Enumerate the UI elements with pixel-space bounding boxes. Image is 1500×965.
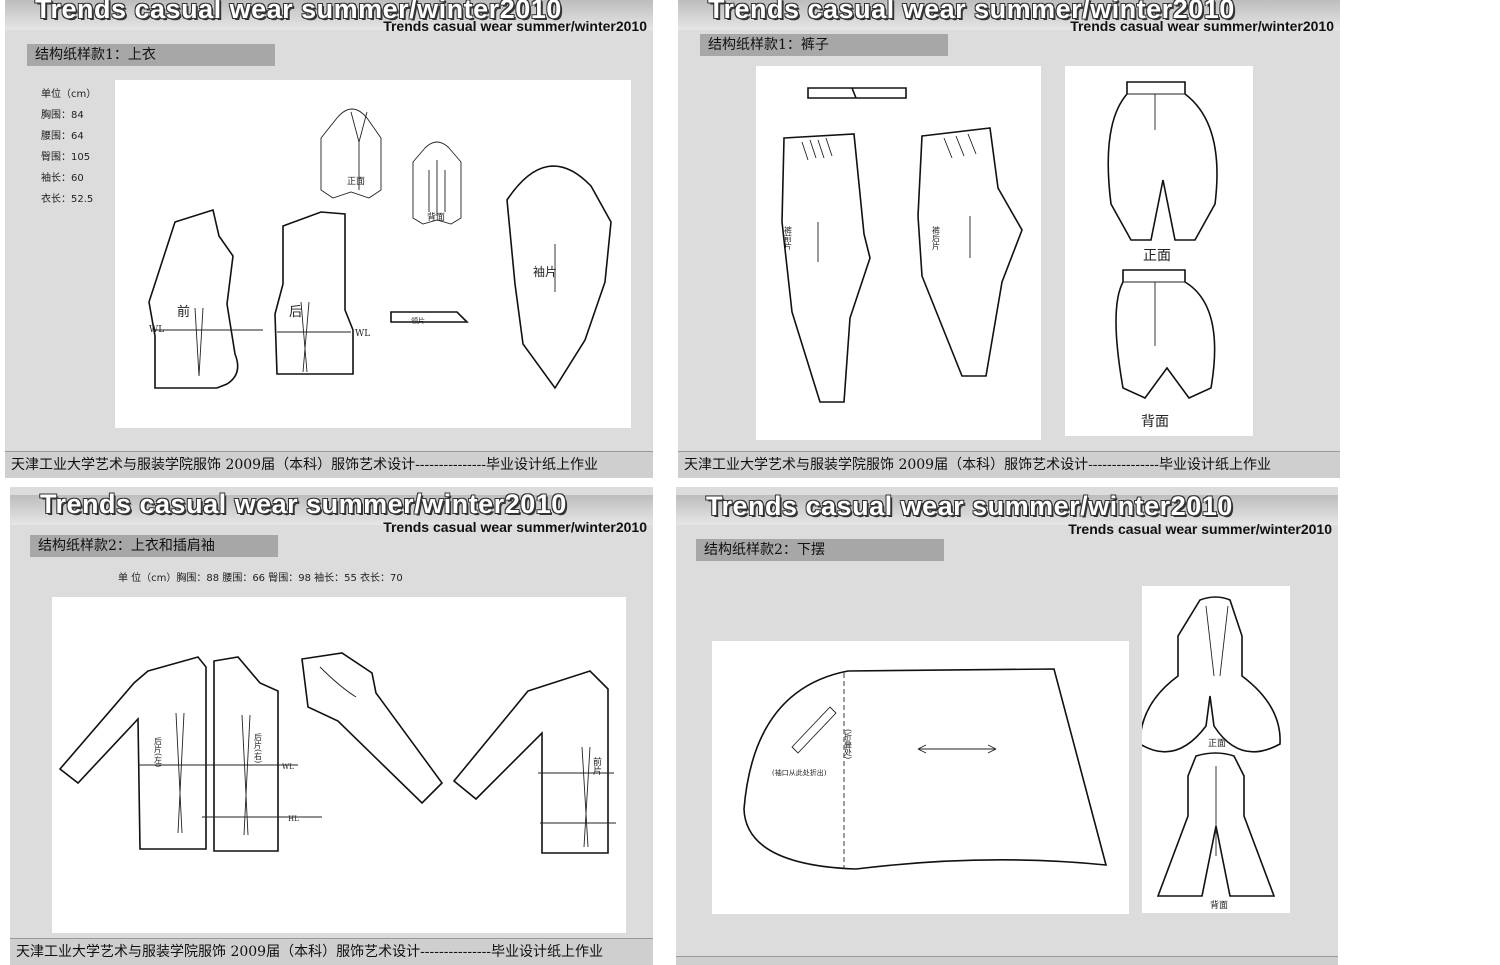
pattern-canvas: 正面 背面 前 WL 后 WL 领片 袖片 — [115, 80, 631, 428]
wl-label-back: WL — [355, 329, 370, 339]
measurement-waist: 腰围：64 — [41, 131, 84, 142]
raglan-sleeve-piece — [301, 652, 444, 805]
measurement-length: 衣长：52.5 — [41, 194, 94, 205]
trouser-pattern-canvas: 裤前片 裤后片 — [756, 66, 1041, 440]
title-small: Trends casual wear summer/winter2010 — [1070, 18, 1334, 34]
outfit-front-view — [1142, 596, 1281, 753]
title-small: Trends casual wear summer/winter2010 — [1068, 521, 1332, 537]
back-bodice-piece — [274, 211, 354, 375]
back-left-piece — [58, 656, 207, 850]
title-large: Trends casual wear summer/winter2010 — [706, 491, 1233, 521]
measurement-sleeve: 袖长：60 — [41, 173, 84, 184]
header-bar — [10, 495, 653, 525]
waistband-piece — [807, 87, 907, 99]
hem-pattern-canvas: (折叠处) (袖口从此处折出) — [712, 641, 1129, 914]
sleeve-label: 袖片 — [533, 264, 557, 279]
view-front-label: 正面 — [1143, 248, 1171, 264]
fold-label: (折叠处) — [844, 729, 853, 759]
view-front-label: 正面 — [347, 176, 365, 187]
back-right-piece — [213, 656, 279, 852]
trouser-front-piece — [781, 133, 871, 403]
footer: 天津工业大学艺术与服装学院服饰 2009届（本科）服饰艺术设计---------… — [678, 451, 1340, 478]
header-bar — [5, 0, 653, 30]
measurement-bust: 胸围：84 — [41, 110, 84, 121]
trouser-views-drawing: 正面 背面 — [1107, 81, 1218, 430]
raglan-pattern-canvas: 后片(左) 后片(右) WL HL 前片 — [52, 597, 626, 933]
section-label: 结构纸样款1：裤子 — [700, 34, 948, 56]
trouser-back-piece — [917, 127, 1023, 377]
measurement-unit: 单位（cm） — [41, 89, 97, 100]
sleeve-piece — [506, 165, 612, 390]
wl-label: WL — [282, 763, 294, 771]
collar-piece — [390, 311, 469, 323]
panel-top-right: Trends casual wear summer/winter2010 Tre… — [678, 0, 1340, 478]
trouser-pattern-drawing: 裤前片 裤后片 — [781, 87, 1023, 403]
view-back-label: 背面 — [1210, 899, 1228, 911]
section-label: 结构纸样款2：下摆 — [696, 539, 944, 561]
cuff-note: (袖口从此处折出) — [772, 768, 827, 777]
front-label: 前 — [177, 304, 190, 320]
footer: 天津工业大学艺术与服装学院服饰 2009届（本科）服饰艺术设计---------… — [5, 451, 653, 478]
back-label: 后 — [289, 305, 302, 320]
trouser-back-view — [1115, 269, 1216, 399]
title-large: Trends casual wear summer/winter2010 — [35, 0, 562, 24]
back-right-label: 后片(右) — [254, 732, 263, 763]
section-label: 结构纸样款1：上衣 — [27, 44, 275, 66]
panel-bottom-left: Trends casual wear summer/winter2010 Tre… — [10, 487, 653, 965]
jacket-pattern-drawing: 正面 背面 前 WL 后 WL 领片 袖片 — [148, 108, 612, 390]
hl-label: HL — [288, 815, 299, 823]
title-small: Trends casual wear summer/winter2010 — [383, 18, 647, 34]
footer: 天津工业大学艺术与服装学院服饰 2009届（本科）服饰艺术设计---------… — [10, 938, 653, 965]
trouser-front-label: 裤前片 — [784, 225, 793, 251]
view-back-label: 背面 — [427, 211, 445, 223]
panel-top-left: Trends casual wear summer/winter2010 Tre… — [5, 0, 653, 478]
title-small: Trends casual wear summer/winter2010 — [383, 519, 647, 535]
view-front-label: 正面 — [1208, 738, 1226, 749]
trouser-views-canvas: 正面 背面 — [1065, 66, 1253, 436]
panel-bottom-right: Trends casual wear summer/winter2010 Tre… — [676, 487, 1338, 965]
back-left-label: 后片(左) — [154, 736, 163, 767]
measurement-hip: 臀围：105 — [41, 152, 91, 163]
header-bar — [678, 0, 1340, 30]
raglan-pattern-drawing: 后片(左) 后片(右) WL HL 前片 — [58, 652, 616, 854]
trouser-front-view — [1107, 81, 1218, 241]
front-piece — [452, 670, 609, 854]
jacket-front-sketch — [320, 108, 382, 199]
hem-pattern-drawing: (折叠处) (袖口从此处折出) — [743, 668, 1108, 870]
hem-views-drawing: 正面 背面 — [1142, 596, 1281, 911]
measurement-list: 单位（cm） 胸围：84 腰围：64 臀围：105 袖长：60 衣长：52.5 — [41, 84, 96, 210]
footer — [676, 956, 1338, 965]
outfit-back-view — [1156, 752, 1276, 897]
hem-views-canvas: 正面 背面 — [1142, 586, 1290, 913]
front-bodice-piece — [148, 208, 239, 389]
measurement-line: 单 位（cm）胸围：88 腰围：66 臀围：98 袖长：55 衣长：70 — [118, 573, 403, 584]
title-large: Trends casual wear summer/winter2010 — [708, 0, 1235, 24]
wl-label-front: WL — [149, 325, 164, 335]
section-label: 结构纸样款2：上衣和插肩袖 — [30, 535, 278, 557]
trouser-back-label: 裤后片 — [932, 225, 941, 251]
view-back-label: 背面 — [1141, 414, 1169, 430]
front-label: 前片 — [591, 756, 602, 776]
collar-label: 领片 — [411, 316, 425, 325]
jacket-back-sketch — [412, 141, 462, 225]
hem-piece — [743, 668, 1108, 870]
title-large: Trends casual wear summer/winter2010 — [40, 489, 567, 519]
header-bar — [676, 495, 1338, 525]
